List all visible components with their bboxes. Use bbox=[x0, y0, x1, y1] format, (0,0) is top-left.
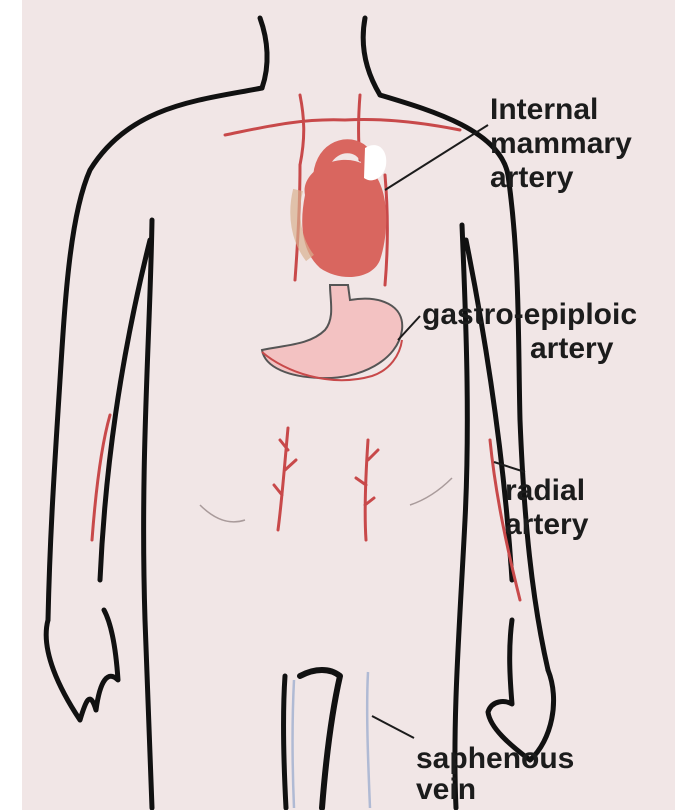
label-line: mammary bbox=[490, 127, 632, 161]
label-line: gastro-epiploic bbox=[422, 298, 637, 332]
label-radial-artery: radial artery bbox=[505, 474, 588, 542]
label-saphenous-vein: saphenous vein bbox=[416, 742, 574, 804]
label-line: artery bbox=[422, 332, 637, 366]
label-line: artery bbox=[505, 508, 588, 542]
label-line: radial bbox=[505, 474, 588, 508]
label-line: Internal bbox=[490, 93, 632, 127]
label-internal-mammary-artery: Internal mammary artery bbox=[490, 93, 632, 195]
label-gastro-epiploic-artery: gastro-epiploic artery bbox=[422, 298, 637, 366]
label-line: saphenous bbox=[416, 742, 574, 776]
left-thigh-inner-line bbox=[283, 676, 286, 808]
left-leg-vein bbox=[293, 680, 295, 808]
label-line: artery bbox=[490, 161, 632, 195]
label-line: vein bbox=[416, 776, 574, 804]
